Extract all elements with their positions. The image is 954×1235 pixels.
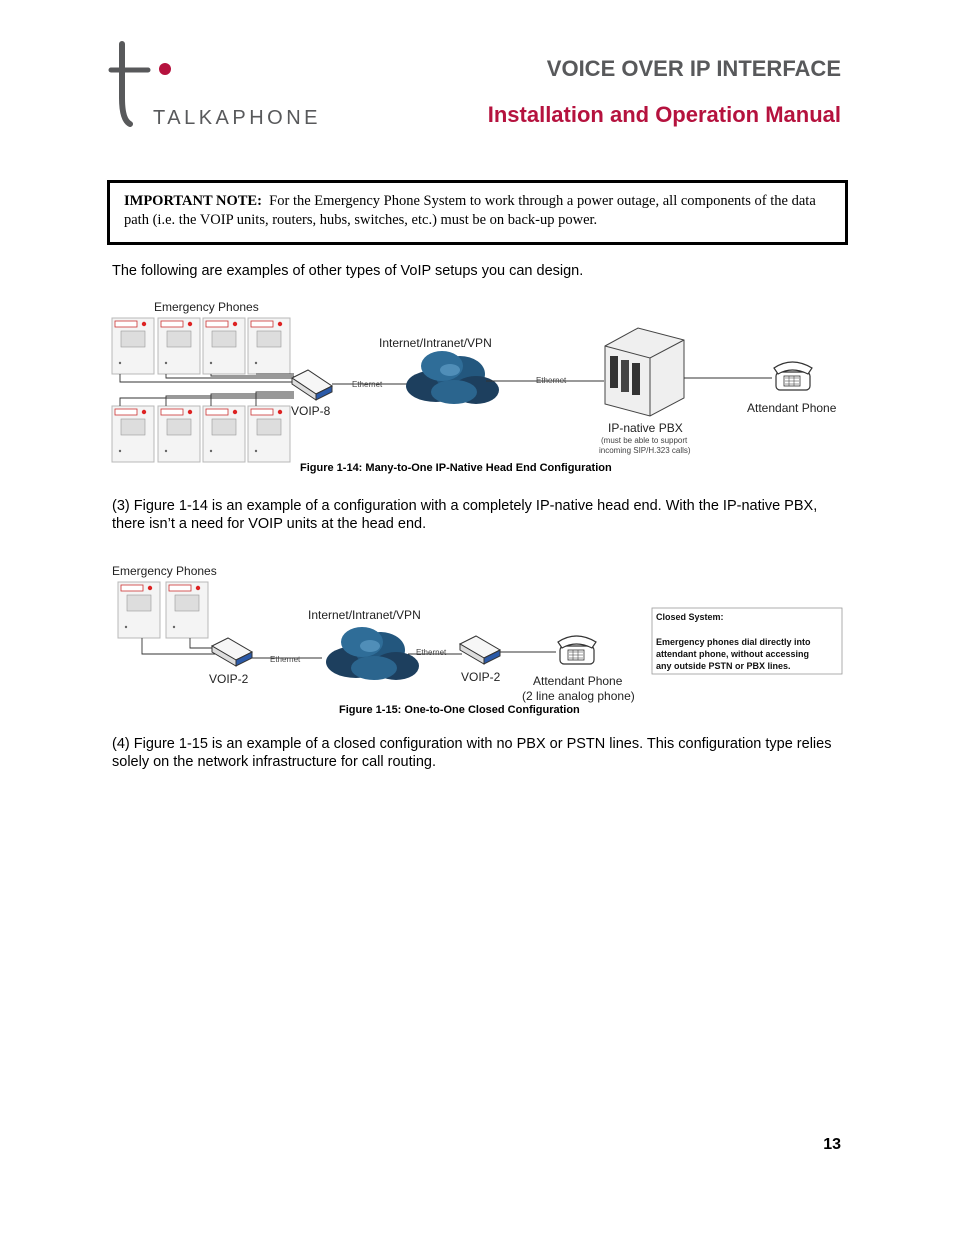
voip-8-device [291,369,333,401]
document-title: VOICE OVER IP INTERFACE [546,56,841,81]
voip-2-label: VOIP-2 [209,672,249,686]
phone-wiring [141,638,218,655]
page-number: 13 [823,1136,841,1153]
emergency-phone-group [111,317,291,463]
emergency-phone-icon [157,317,201,375]
internet-cloud-icon [326,627,419,680]
ip-pbx-label: IP-native PBX [608,421,683,435]
intro-paragraph: The following are examples of other type… [112,263,584,279]
attendant-phone-label: Attendant Phone [747,401,837,415]
closed-system-title: Closed System: [656,612,724,622]
emergency-phone-icon [157,405,201,463]
phone-wiring [119,373,294,406]
talkaphone-logo: TALKAPHONE [108,41,321,129]
ip-pbx-note: (must be able to support [601,436,688,445]
ethernet-label: Ethernet [416,648,447,657]
paragraph-4: (4) Figure 1-15 is an example of a close… [112,736,832,770]
emergency-phone-icon [165,581,209,639]
emergency-phone-icon [202,317,246,375]
brand-name: TALKAPHONE [153,107,321,129]
important-note-text: For the Emergency Phone System to work t… [124,193,816,228]
closed-system-callout: Closed System: Emergency phones dial dir… [651,607,843,675]
paragraph-3: (3) Figure 1-14 is an example of a confi… [112,498,818,532]
emergency-phone-icon [111,405,155,463]
important-note-box: IMPORTANT NOTE: For the Emergency Phone … [107,180,848,245]
emergency-phone-icon [247,317,291,375]
ip-pbx-server-icon [604,327,685,417]
emergency-phones-label: Emergency Phones [112,564,217,578]
cloud-label: Internet/Intranet/VPN [308,608,421,622]
attendant-phone-label: Attendant Phone [533,674,623,688]
attendant-phone-icon [557,635,597,665]
attendant-phone-icon [773,361,813,391]
figure-1-14-caption: Figure 1-14: Many-to-One IP-Native Head … [300,462,612,474]
figure-1-15-diagram: Emergency Phones VOIP-2 Ethernet Interne… [112,564,843,703]
important-note-label: IMPORTANT NOTE: [124,193,262,209]
emergency-phones-label: Emergency Phones [154,300,259,314]
voip-2-device [458,635,502,665]
figure-1-14-diagram: Emergency Phones VOIP-8 Ethernet Interne… [111,300,837,463]
emergency-phone-icon [247,405,291,463]
ip-pbx-note: incoming SIP/H.323 calls) [599,446,691,455]
closed-system-text: attendant phone, without accessing [656,649,809,659]
ethernet-label: Ethernet [536,376,567,385]
closed-system-text: Emergency phones dial directly into [656,637,811,647]
emergency-phone-icon [111,317,155,375]
attendant-phone-note: (2 line analog phone) [522,689,635,703]
internet-cloud-icon [406,351,499,404]
ethernet-label: Ethernet [352,380,383,389]
figure-1-15-caption: Figure 1-15: One-to-One Closed Configura… [339,704,580,716]
voip-2-device [210,637,254,667]
emergency-phone-icon [202,405,246,463]
closed-system-text: any outside PSTN or PBX lines. [656,661,791,671]
logo-dot [159,63,171,75]
document-subtitle: Installation and Operation Manual [487,102,841,127]
logo-t-stem [119,41,133,127]
emergency-phone-icon [117,581,161,639]
cloud-label: Internet/Intranet/VPN [379,336,492,350]
voip-2-label: VOIP-2 [461,670,501,684]
ethernet-label: Ethernet [270,655,301,664]
voip-8-label: VOIP-8 [291,404,331,418]
